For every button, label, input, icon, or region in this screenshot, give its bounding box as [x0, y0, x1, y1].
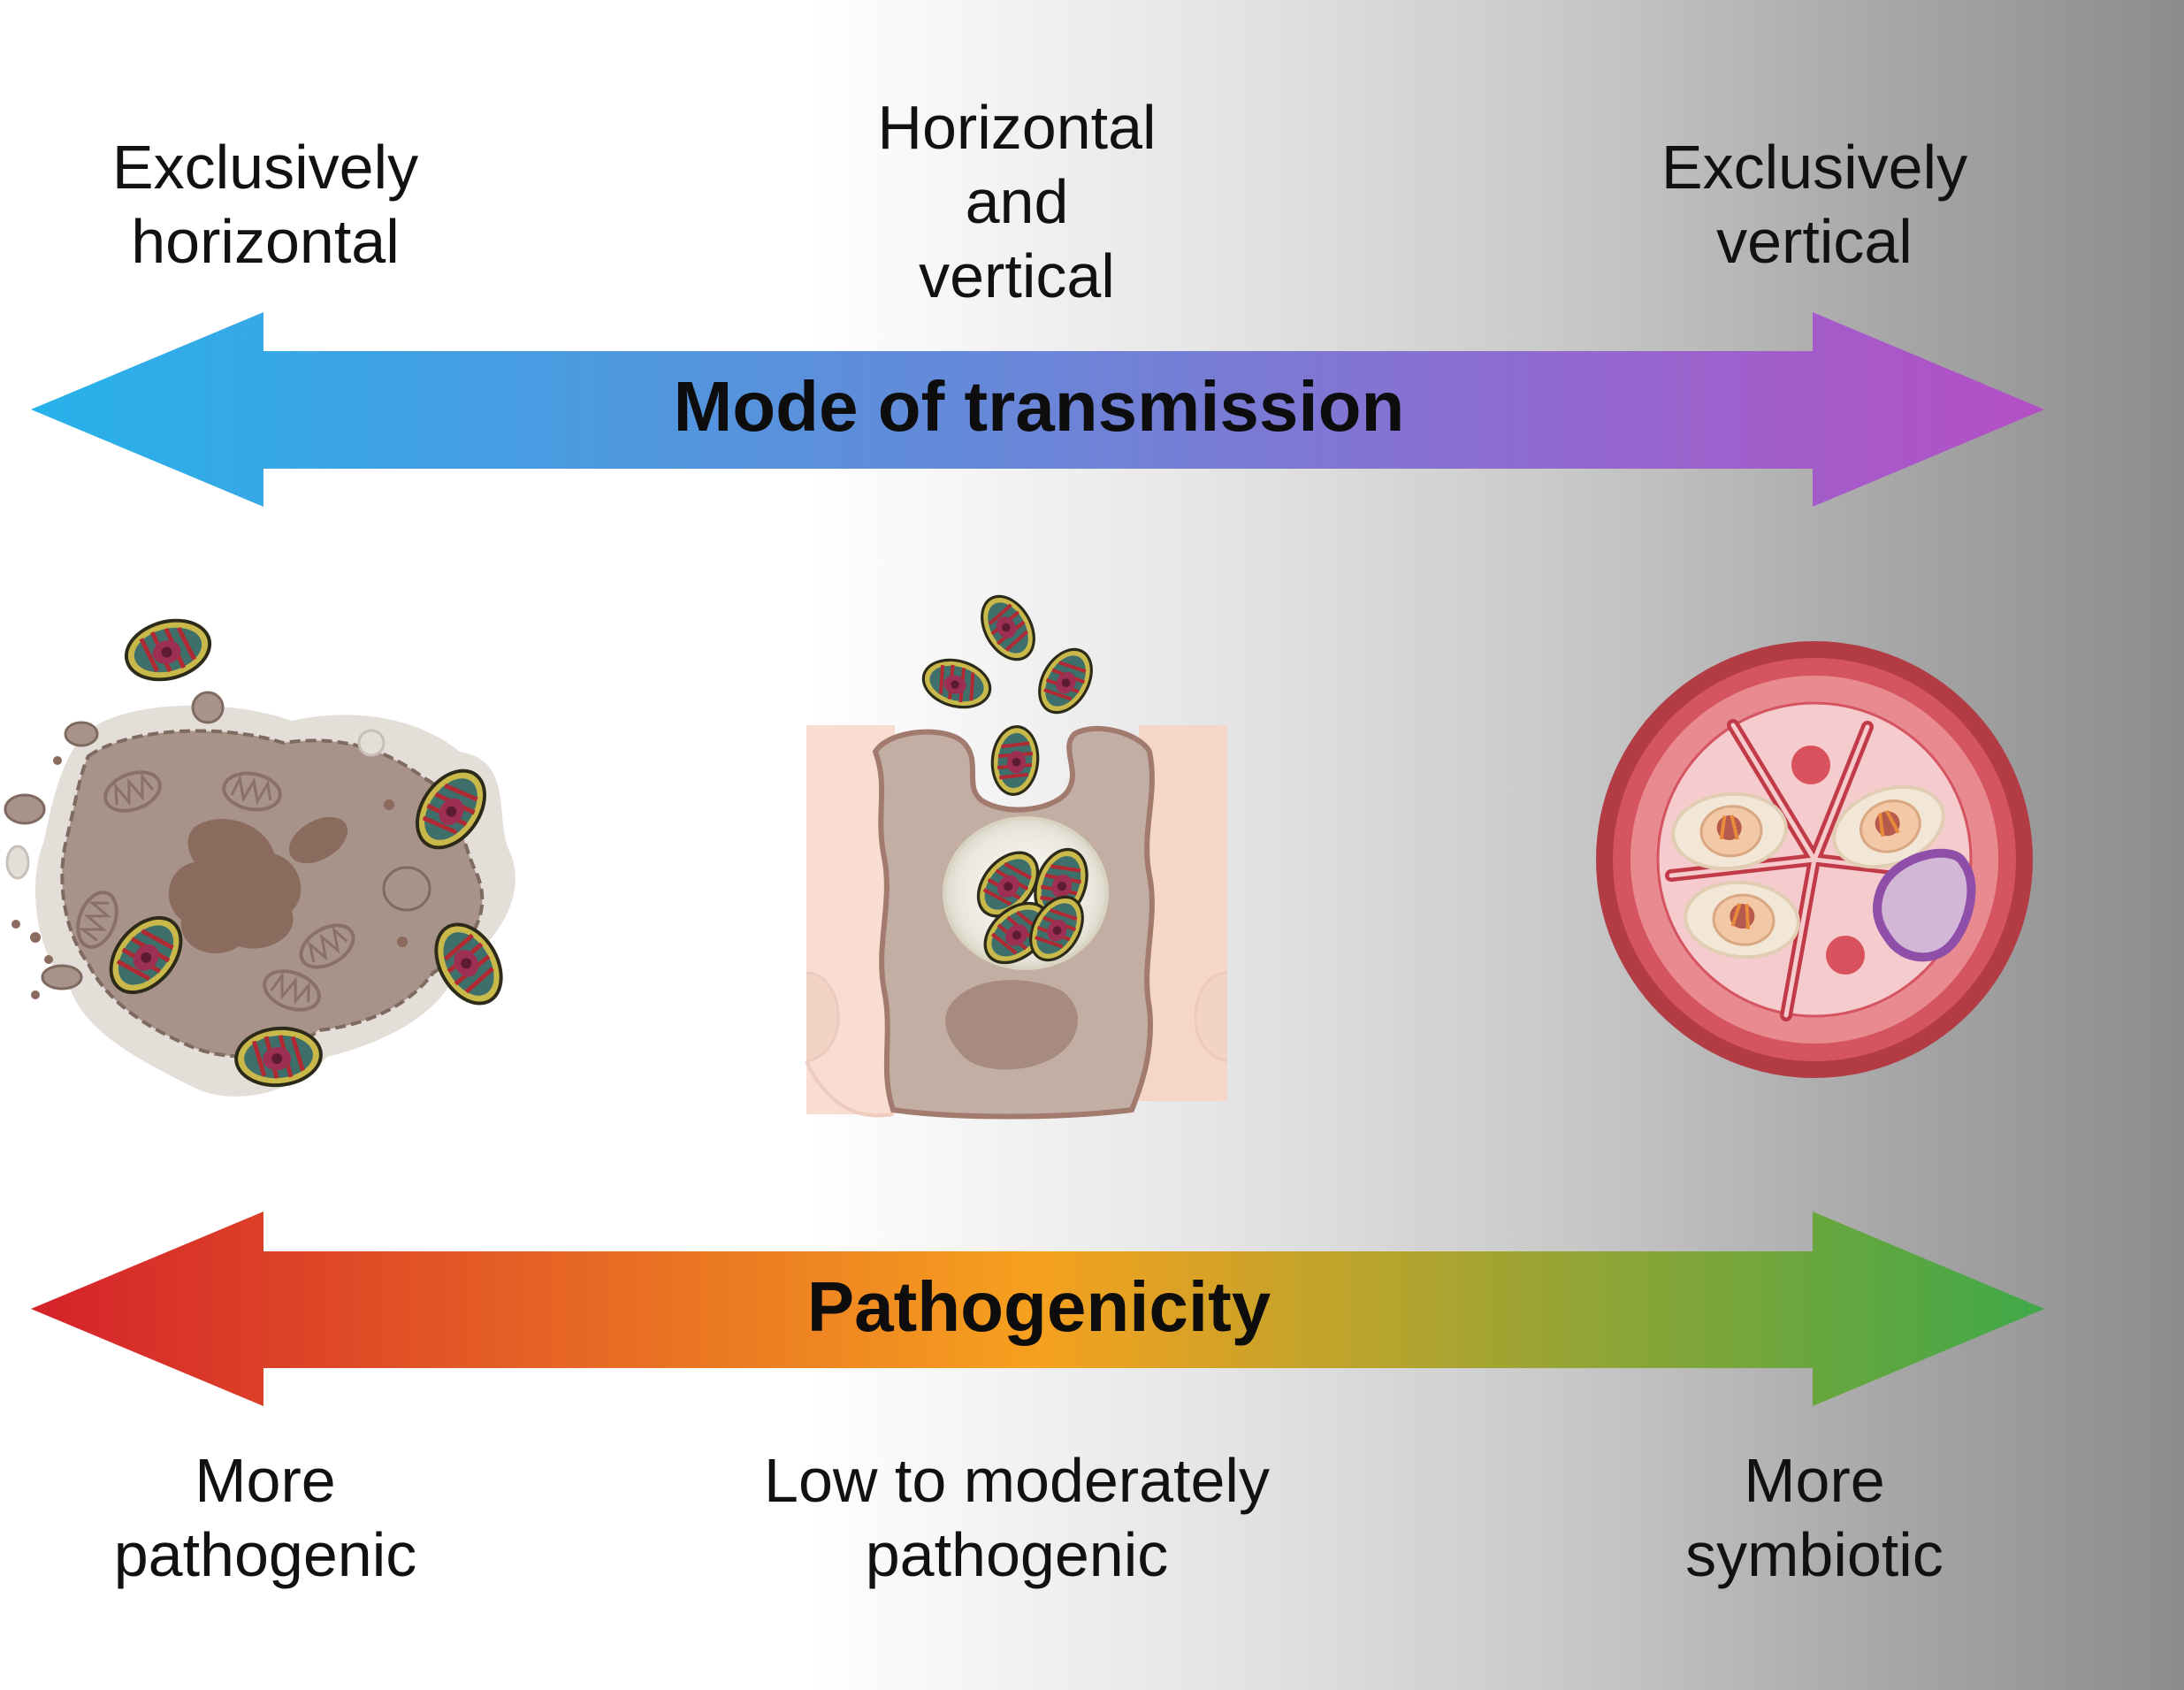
pathogenicity-middle-label: Low to moderately pathogenic — [707, 1443, 1326, 1592]
pathogenicity-arrow — [31, 1212, 2044, 1406]
label-line: Horizontal — [877, 93, 1157, 162]
germline-illustration — [1596, 641, 2033, 1078]
label-line: horizontal — [131, 207, 400, 276]
label-line: and — [965, 167, 1069, 236]
transmission-middle-label: Horizontal and vertical — [796, 90, 1238, 313]
transmission-arrow — [31, 312, 2044, 507]
label-line: pathogenic — [865, 1520, 1169, 1589]
label-line: Low to moderately — [764, 1446, 1270, 1515]
parasite-icon — [988, 723, 1042, 798]
transmission-arrow-title: Mode of transmission — [673, 367, 1405, 446]
pathogenicity-arrow-title: Pathogenicity — [806, 1267, 1271, 1346]
label-line: More — [1744, 1446, 1885, 1515]
transmission-right-label: Exclusively vertical — [1646, 130, 1982, 279]
lysed-cell-illustration — [4, 609, 516, 1097]
pathogenicity-left-label: More pathogenic — [80, 1443, 451, 1592]
parasite-icon — [1027, 639, 1103, 723]
label-line: pathogenic — [113, 1520, 417, 1589]
label-line: symbiotic — [1685, 1520, 1943, 1589]
label-line: vertical — [919, 241, 1115, 310]
parasite-icon — [969, 585, 1046, 670]
transmission-left-label: Exclusively horizontal — [97, 130, 433, 279]
parasite-icon — [118, 609, 218, 691]
label-line: Exclusively — [1661, 133, 1968, 202]
label-line: vertical — [1716, 207, 1913, 276]
label-line: More — [195, 1446, 336, 1515]
epithelial-cell-illustration — [805, 585, 1228, 1120]
parasite-icon — [916, 651, 997, 715]
label-line: Exclusively — [111, 133, 419, 202]
pathogenicity-right-label: More symbiotic — [1629, 1443, 2000, 1592]
